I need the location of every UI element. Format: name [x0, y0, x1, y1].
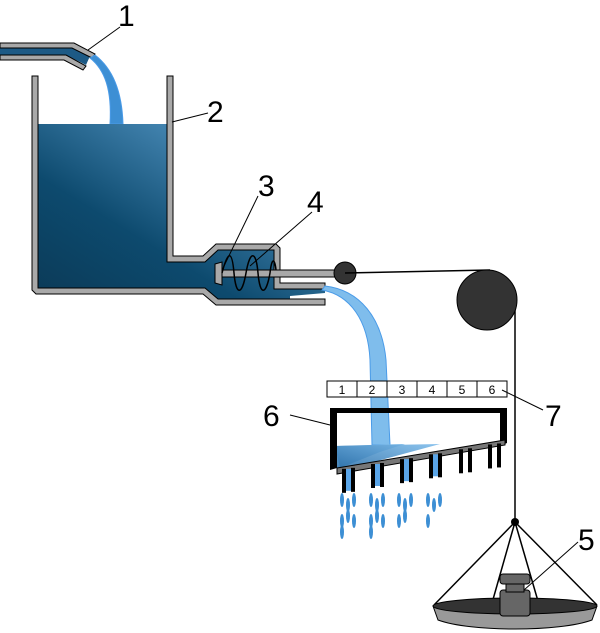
- water-drop: [346, 498, 350, 512]
- label-trough: 6: [263, 400, 280, 433]
- outflow-stream: [321, 285, 391, 446]
- leader-lines: [87, 26, 579, 591]
- water-drop: [369, 493, 373, 507]
- scale: 1 2 3 4 5 6: [326, 380, 508, 398]
- label-weight: 5: [578, 524, 595, 557]
- water-drop: [340, 514, 344, 528]
- label-scale: 7: [545, 400, 562, 433]
- water-drop: [426, 514, 430, 528]
- water-drop: [346, 509, 350, 523]
- spout: [342, 467, 355, 493]
- water-drop: [426, 493, 430, 507]
- label-spring: 4: [307, 186, 324, 219]
- valve: [214, 261, 357, 286]
- valve-rod: [221, 269, 339, 278]
- weight: [499, 573, 531, 617]
- water-drop: [409, 493, 413, 507]
- water-drop: [403, 509, 407, 523]
- scale-cell-number: 2: [369, 383, 376, 397]
- scale-cell: [476, 380, 508, 398]
- inflow-stream: [89, 54, 124, 125]
- water-drop: [438, 493, 442, 507]
- distribution-trough: [330, 408, 507, 493]
- water-drop: [340, 525, 344, 539]
- water-drop: [352, 514, 356, 528]
- water-drop: [381, 514, 385, 528]
- spout: [400, 458, 413, 484]
- spring: [221, 255, 277, 291]
- rope: [344, 269, 491, 274]
- scale-cell-number: 6: [489, 383, 496, 397]
- water-drop: [397, 514, 401, 528]
- spout: [488, 443, 501, 469]
- water-drop: [432, 498, 436, 512]
- water-drop: [369, 514, 373, 528]
- water-drop: [381, 493, 385, 507]
- water-drop: [340, 493, 344, 507]
- water-drop: [375, 509, 379, 523]
- spout: [429, 453, 442, 479]
- water-drops: [340, 493, 442, 539]
- water-drop: [403, 498, 407, 512]
- label-inlet-pipe: 1: [118, 0, 135, 33]
- label-valve: 3: [258, 170, 275, 203]
- label-reservoir: 2: [207, 96, 224, 129]
- spout: [459, 448, 472, 474]
- scale-cell-number: 4: [429, 383, 436, 397]
- water-drop: [369, 525, 373, 539]
- inlet-pipe: [0, 42, 96, 71]
- water-drop: [397, 493, 401, 507]
- water-drop: [352, 493, 356, 507]
- scale-cell-number: 3: [399, 383, 406, 397]
- spout: [371, 462, 384, 488]
- scale-cell-number: 1: [339, 383, 346, 397]
- water-drop: [375, 498, 379, 512]
- reservoir-walls: [31, 75, 326, 306]
- scale-cell-number: 5: [459, 383, 466, 397]
- pulley: [456, 269, 518, 331]
